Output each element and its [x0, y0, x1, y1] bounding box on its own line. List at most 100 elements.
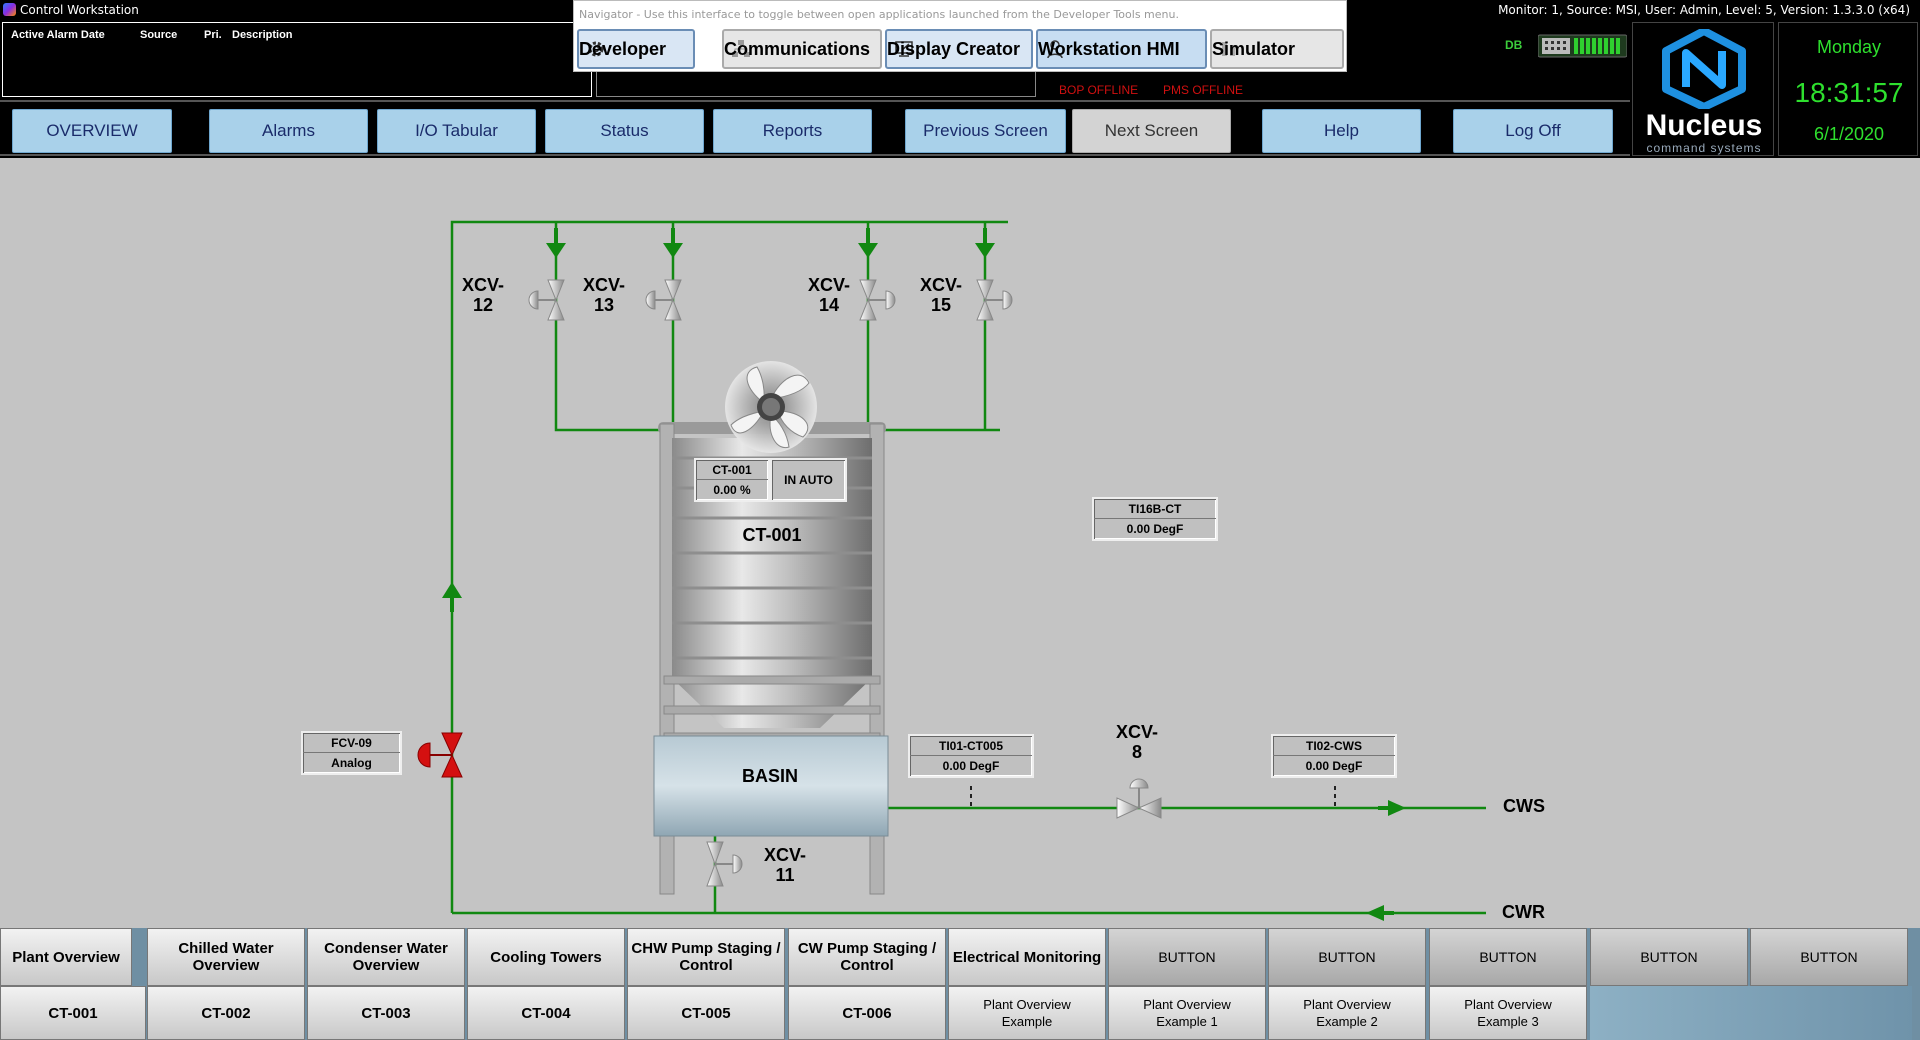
ct-005-button[interactable]: CT-005	[627, 986, 785, 1040]
custom-button-2[interactable]: BUTTON	[1268, 928, 1426, 986]
display-creator-button[interactable]: Display Creator	[885, 29, 1033, 69]
status-button[interactable]: Status	[545, 109, 704, 153]
flow-arrow-down	[975, 243, 995, 258]
ct-001-tag[interactable]: CT-001 0.00 %	[694, 458, 770, 502]
valve-xcv-13[interactable]	[645, 279, 682, 321]
logo-name: Nucleus	[1645, 109, 1763, 142]
navigator-hint: Navigator - Use this interface to toggle…	[579, 8, 1179, 21]
ct-001-tag-name: CT-001	[696, 460, 768, 480]
reports-button[interactable]: Reports	[713, 109, 872, 153]
pipe-network	[450, 220, 1486, 915]
ct-001-mode-indicator[interactable]: IN AUTO	[770, 458, 847, 502]
tower-name-label: CT-001	[742, 525, 802, 545]
valve-label-xcv-15: XCV-15	[919, 275, 962, 315]
valve-xcv-12[interactable]	[528, 279, 565, 321]
plant-overview-example-2-button[interactable]: Plant Overview Example 2	[1268, 986, 1426, 1040]
clock-date: 6/1/2020	[1813, 124, 1885, 144]
plant-overview-example-1-button[interactable]: Plant Overview Example 1	[1108, 986, 1266, 1040]
custom-button-3[interactable]: BUTTON	[1429, 928, 1587, 986]
alarm-date-header: Active Alarm Date	[11, 29, 105, 41]
navigator-popup: Navigator - Use this interface to toggle…	[573, 0, 1347, 72]
valve-xcv-14[interactable]	[859, 279, 896, 321]
alarm-panel[interactable]: Active Alarm Date Source Pri. Descriptio…	[2, 22, 592, 97]
ti02-cws-value: 0.00 DegF	[1305, 759, 1363, 773]
valve-xcv-8[interactable]	[1116, 778, 1162, 819]
db-server-icon	[1537, 33, 1628, 59]
cooling-towers-button[interactable]: Cooling Towers	[467, 928, 625, 986]
log-off-button[interactable]: Log Off	[1453, 109, 1613, 153]
plant-overview-example-3-button[interactable]: Plant Overview Example 3	[1429, 986, 1587, 1040]
ct-004-button[interactable]: CT-004	[467, 986, 625, 1040]
ti01-ct005-tag[interactable]: TI01-CT005 0.00 DegF	[908, 734, 1034, 778]
flow-arrow-right	[1388, 800, 1406, 816]
flow-arrow-down	[663, 243, 683, 258]
session-status: Monitor: 1, Source: MSI, User: Admin, Le…	[1498, 3, 1910, 17]
valve-xcv-15[interactable]	[976, 279, 1013, 321]
previous-screen-button[interactable]: Previous Screen	[905, 109, 1066, 153]
bottom-nav: Plant Overview Chilled Water Overview Co…	[0, 928, 1920, 1040]
alarm-source-header: Source	[140, 29, 178, 41]
developer-button[interactable]: Developer	[577, 29, 695, 69]
workstation-hmi-button[interactable]: Workstation HMI	[1036, 29, 1207, 69]
workstation-hmi-label: Workstation HMI	[1038, 38, 1180, 59]
valve-xcv-11[interactable]	[706, 841, 743, 887]
ct-002-button[interactable]: CT-002	[147, 986, 305, 1040]
io-tabular-button[interactable]: I/O Tabular	[377, 109, 536, 153]
custom-button-4[interactable]: BUTTON	[1590, 928, 1748, 986]
nucleus-logo: Nucleus command systems	[1632, 22, 1774, 156]
ti01-ct005-name: TI01-CT005	[910, 736, 1032, 756]
cwr-stream-label: CWR	[1502, 902, 1545, 922]
overview-button[interactable]: OVERVIEW	[12, 109, 172, 153]
app-icon	[3, 3, 16, 16]
cw-pump-staging-button[interactable]: CW Pump Staging / Control	[788, 928, 946, 986]
display-creator-icon	[893, 38, 915, 60]
ti16b-ct-tag[interactable]: TI16B-CT 0.00 DegF	[1092, 497, 1218, 541]
window-title: Control Workstation	[20, 3, 139, 17]
fcv-09-tag[interactable]: FCV-09 Analog	[301, 731, 402, 775]
valve-label-xcv-11: XCV-11	[763, 845, 806, 885]
flow-arrow-down	[858, 243, 878, 258]
chilled-water-overview-button[interactable]: Chilled Water Overview	[147, 928, 305, 986]
communications-button[interactable]: Communications	[722, 29, 882, 69]
ti16b-ct-name: TI16B-CT	[1094, 499, 1216, 519]
valve-label-xcv-8: XCV-8	[1115, 722, 1158, 762]
nucleus-logo-mark	[1662, 29, 1746, 109]
gear-icon	[585, 38, 607, 60]
ct-001-mode-label: IN AUTO	[784, 473, 833, 487]
simulator-icon	[1218, 38, 1240, 60]
clock-day: Monday	[1816, 37, 1882, 57]
electrical-monitoring-button[interactable]: Electrical Monitoring	[948, 928, 1106, 986]
bottom-nav-empty-area	[1590, 986, 1912, 1040]
valve-label-xcv-12: XCV-12	[461, 275, 504, 315]
ti01-ct005-value: 0.00 DegF	[942, 759, 1000, 773]
plant-overview-example-button[interactable]: Plant Overview Example	[948, 986, 1106, 1040]
ti02-cws-tag[interactable]: TI02-CWS 0.00 DegF	[1271, 734, 1397, 778]
fan-icon	[725, 361, 817, 453]
ct-001-button[interactable]: CT-001	[0, 986, 146, 1040]
simulator-label: Simulator	[1212, 38, 1296, 59]
process-canvas: XCV-12 XCV-13 XCV-14 XCV-15 XCV-8 XCV-11…	[0, 158, 1920, 928]
logo-tagline: command systems	[1646, 141, 1762, 155]
custom-button-1[interactable]: BUTTON	[1108, 928, 1266, 986]
process-diagram	[417, 220, 1486, 921]
ct-003-button[interactable]: CT-003	[307, 986, 465, 1040]
valve-fcv-09[interactable]	[417, 732, 463, 778]
chw-pump-staging-button[interactable]: CHW Pump Staging / Control	[627, 928, 785, 986]
custom-button-5[interactable]: BUTTON	[1750, 928, 1908, 986]
alarms-button[interactable]: Alarms	[209, 109, 368, 153]
display-creator-label: Display Creator	[887, 38, 1021, 59]
condenser-water-overview-button[interactable]: Condenser Water Overview	[307, 928, 465, 986]
plant-overview-button[interactable]: Plant Overview	[0, 928, 132, 986]
ct-001-speed-value: 0.00 %	[713, 483, 751, 497]
help-button[interactable]: Help	[1262, 109, 1421, 153]
flow-arrow-left	[1366, 905, 1384, 921]
developer-label: Developer	[579, 38, 667, 59]
fcv-09-name: FCV-09	[303, 733, 400, 753]
simulator-button[interactable]: Simulator	[1210, 29, 1344, 69]
fcv-09-value: Analog	[331, 756, 372, 770]
ti02-cws-name: TI02-CWS	[1273, 736, 1395, 756]
flow-arrow-down	[546, 243, 566, 258]
ct-006-button[interactable]: CT-006	[788, 986, 946, 1040]
clock-time: 18:31:57	[1794, 77, 1904, 108]
next-screen-button[interactable]: Next Screen	[1072, 109, 1231, 153]
